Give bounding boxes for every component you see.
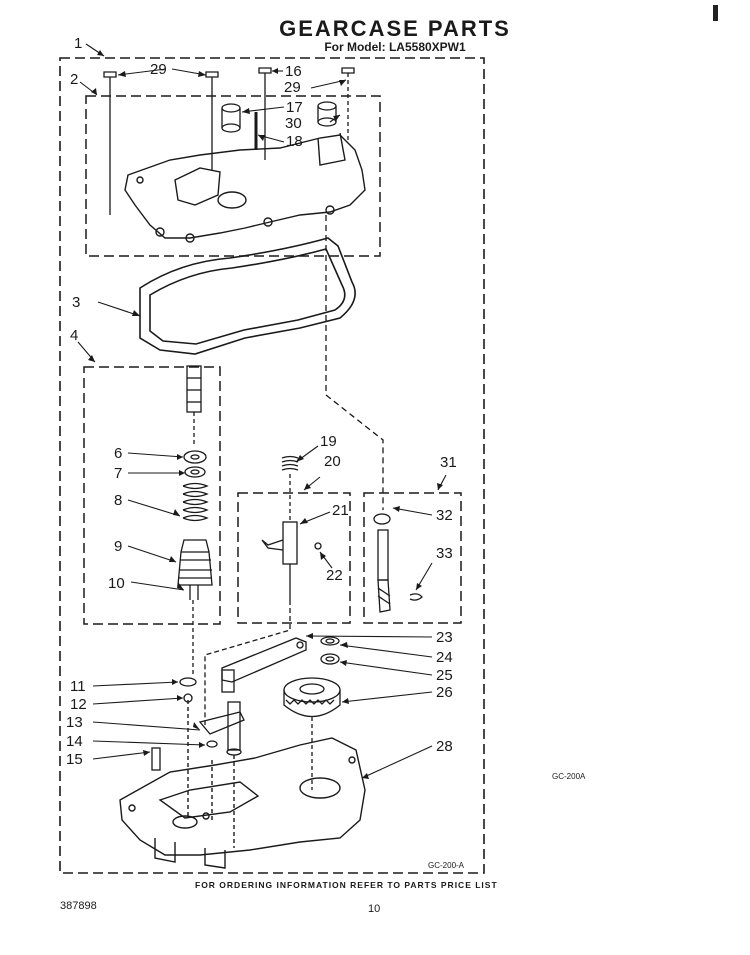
callout-8: 8 [114, 492, 122, 509]
callout-24: 24 [436, 649, 453, 666]
gearcase-cover [124, 132, 366, 243]
page-number: 10 [368, 903, 381, 915]
screw-right [341, 67, 355, 140]
leader-lines [77, 43, 447, 779]
callout-29-right: 29 [284, 79, 301, 96]
screw-mid [205, 71, 219, 170]
callout-17: 17 [286, 99, 303, 116]
callout-6: 6 [114, 445, 122, 462]
gearcase-base [119, 700, 366, 869]
bracket-13 [198, 701, 245, 756]
callout-7: 7 [114, 465, 122, 482]
pinion-parts [177, 365, 213, 675]
callout-19: 19 [320, 433, 337, 450]
ordering-note: FOR ORDERING INFORMATION REFER TO PARTS … [195, 880, 498, 890]
drive-shaft-parts [325, 215, 423, 613]
callout-12: 12 [70, 696, 87, 713]
callout-20: 20 [324, 453, 341, 470]
callout-25: 25 [436, 667, 453, 684]
pin-15 [151, 747, 161, 771]
screw-left [103, 71, 117, 215]
callout-11: 11 [70, 678, 86, 695]
arrowheads [88, 50, 443, 779]
callout-22: 22 [326, 567, 343, 584]
lever-and-gear [221, 636, 341, 790]
callout-2: 2 [70, 71, 78, 88]
assembly-box-shaft [363, 492, 462, 624]
callout-13: 13 [66, 714, 83, 731]
callout-30: 30 [285, 115, 302, 132]
gasket-3 [139, 237, 356, 355]
callout-26: 26 [436, 684, 453, 701]
screw-group [103, 67, 355, 215]
callout-31: 31 [440, 454, 457, 471]
callout-23: 23 [436, 629, 453, 646]
assembly-box-pinion [83, 366, 221, 625]
callout-29-left: 29 [150, 61, 167, 78]
callout-18: 18 [286, 133, 303, 150]
shifter-parts [204, 455, 322, 725]
assembly-box-cover [85, 95, 381, 257]
washer-11 [179, 677, 197, 687]
corner-mark [713, 5, 718, 21]
callout-labels: 1 2 29 16 29 17 30 18 3 4 6 7 8 9 10 11 … [66, 35, 457, 768]
callout-14: 14 [66, 733, 83, 750]
callout-9: 9 [114, 538, 122, 555]
callout-4: 4 [70, 327, 78, 344]
document-number: 387898 [60, 900, 97, 912]
page-title: GEARCASE PARTS [279, 16, 511, 41]
callout-15: 15 [66, 751, 83, 768]
callout-28: 28 [436, 738, 453, 755]
callout-21: 21 [332, 502, 349, 519]
assembly-box-outer [59, 57, 485, 874]
callout-16: 16 [285, 63, 302, 80]
callout-10: 10 [108, 575, 125, 592]
callout-33: 33 [436, 545, 453, 562]
callout-3: 3 [72, 294, 80, 311]
callout-32: 32 [436, 507, 453, 524]
diagram-code-bottom: GC-200-A [428, 861, 465, 870]
callout-1: 1 [74, 35, 82, 52]
bushing-17 [221, 103, 241, 133]
model-subtitle: For Model: LA5580XPW1 [324, 40, 466, 54]
diagram-code-side: GC-200A [552, 772, 586, 781]
screw-16 [258, 67, 272, 160]
bushing-30 [317, 101, 337, 127]
